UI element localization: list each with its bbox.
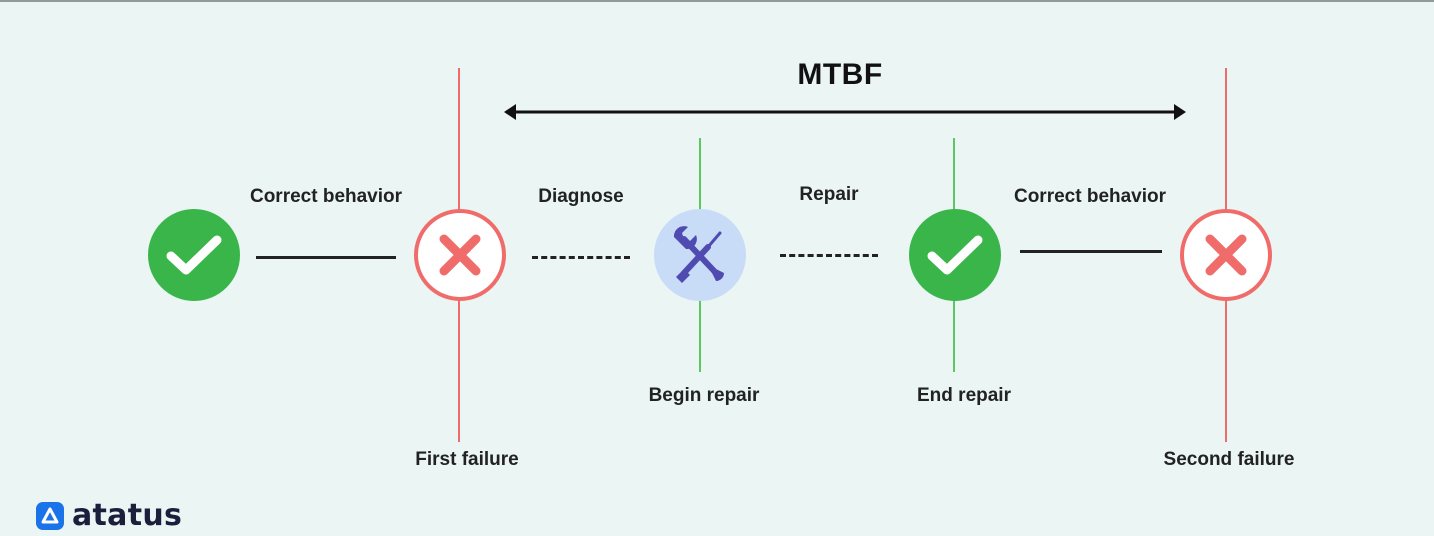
label-end-repair: End repair: [917, 385, 1011, 406]
label-diagnose: Diagnose: [538, 186, 624, 207]
atatus-logo-text: atatus: [72, 498, 183, 533]
label-repair: Repair: [799, 184, 859, 205]
cross-icon: [1180, 209, 1272, 301]
diagram-title: MTBF: [797, 58, 883, 91]
connector-correct-1: [256, 256, 396, 259]
connector-diagnose: [532, 256, 630, 259]
check-icon: [909, 209, 1001, 301]
cross-icon: [414, 209, 506, 301]
tools-icon: [654, 209, 746, 301]
label-begin-repair: Begin repair: [648, 385, 760, 406]
connector-correct-2: [1020, 250, 1162, 253]
atatus-logo: atatus: [36, 498, 182, 533]
label-first-failure: First failure: [415, 449, 519, 470]
connector-repair: [780, 254, 878, 257]
label-correct-behavior-1: Correct behavior: [249, 186, 403, 207]
check-icon: [148, 209, 240, 301]
label-correct-behavior-2: Correct behavior: [1013, 186, 1167, 207]
label-second-failure: Second failure: [1163, 449, 1295, 470]
atatus-logo-icon: [36, 501, 64, 530]
mtbf-span-arrow: [504, 104, 1186, 120]
